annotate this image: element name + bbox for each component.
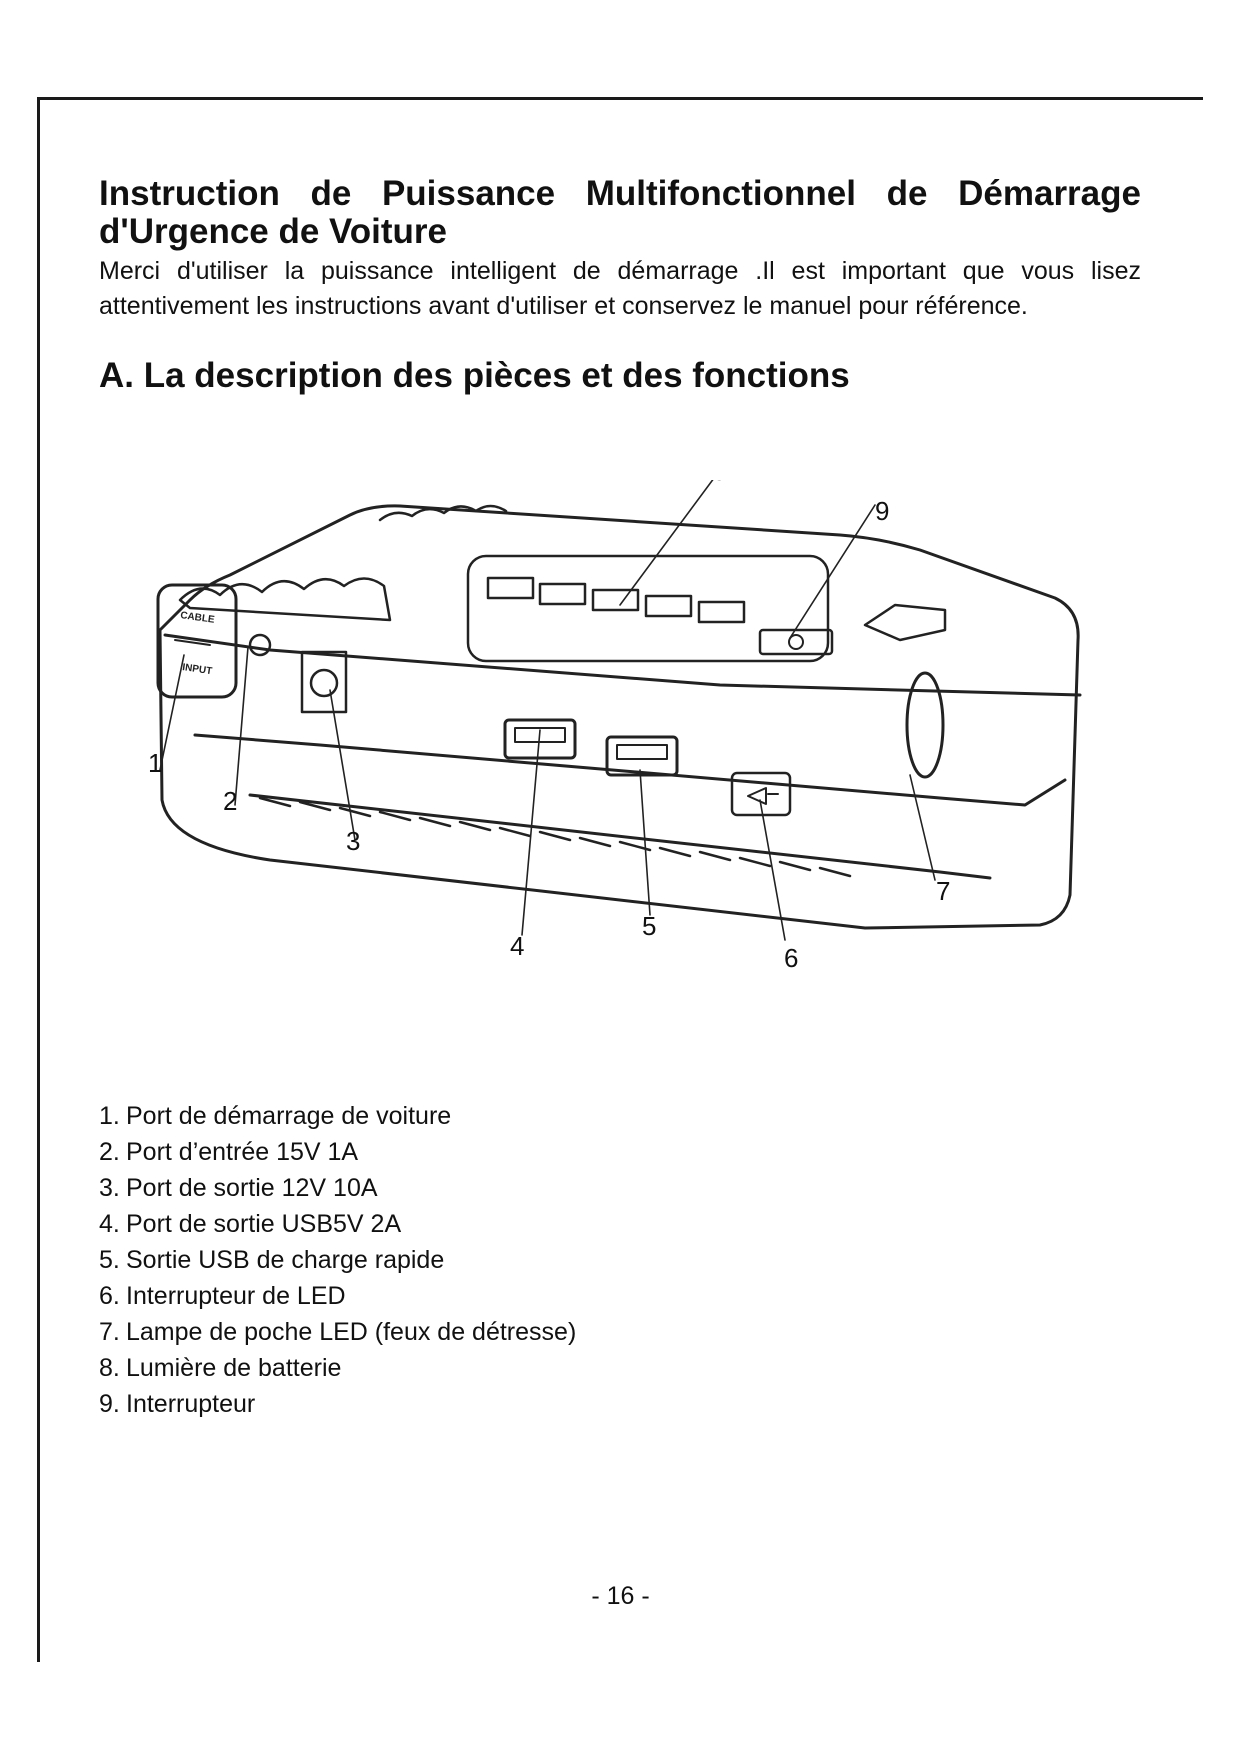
list-item-label: Port de sortie USB5V 2A xyxy=(126,1210,402,1238)
callout-9: 9 xyxy=(875,496,889,526)
callout-8: 8 xyxy=(712,480,726,486)
callout-1: 1 xyxy=(148,748,162,778)
device-base-edge xyxy=(248,793,992,880)
device-vent-left xyxy=(178,577,392,622)
page-frame-top xyxy=(38,97,1203,100)
port-arrow-icon xyxy=(174,639,211,646)
list-item-number: 6. xyxy=(99,1282,120,1310)
leader-line-6 xyxy=(759,799,786,941)
page-frame-left xyxy=(37,97,40,1662)
list-item: 6.Interrupteur de LED xyxy=(99,1278,576,1314)
port-label-cable: CABLE xyxy=(180,610,216,626)
leader-line-7 xyxy=(909,774,936,881)
car-start-port xyxy=(156,583,238,699)
list-item-number: 8. xyxy=(99,1354,120,1382)
list-item: 5.Sortie USB de charge rapide xyxy=(99,1242,576,1278)
list-item-label: Interrupteur de LED xyxy=(126,1282,346,1310)
power-switch xyxy=(758,628,834,656)
battery-led-1 xyxy=(486,576,535,600)
page-number: - 16 - xyxy=(591,1582,650,1610)
device-right-grip xyxy=(863,603,947,642)
leader-line-2 xyxy=(234,646,249,806)
list-item-label: Sortie USB de charge rapide xyxy=(126,1246,445,1274)
list-item: 4.Port de sortie USB5V 2A xyxy=(99,1206,576,1242)
list-item: 8.Lumière de batterie xyxy=(99,1350,576,1386)
list-item-label: Port d’entrée 15V 1A xyxy=(126,1138,359,1166)
list-item-number: 1. xyxy=(99,1102,120,1130)
list-item-label: Interrupteur xyxy=(126,1390,256,1418)
callout-6: 6 xyxy=(784,943,798,973)
input-jack xyxy=(248,633,272,657)
list-item-number: 5. xyxy=(99,1246,120,1274)
list-item-label: Port de sortie 12V 10A xyxy=(126,1174,378,1202)
list-item-number: 4. xyxy=(99,1210,120,1238)
leader-line-1 xyxy=(159,654,185,771)
leader-line-4 xyxy=(521,729,541,936)
document-title-line-1: Instruction de Puissance Multifonctionne… xyxy=(99,174,1141,213)
callout-7: 7 xyxy=(936,876,950,906)
list-item: 1.Port de démarrage de voiture xyxy=(99,1098,576,1134)
device-top-outline xyxy=(158,504,1080,930)
power-switch-icon xyxy=(788,634,804,650)
usb-port-standard-slot xyxy=(514,727,566,743)
usb-port-fast xyxy=(605,735,679,777)
battery-led-2 xyxy=(538,582,587,606)
dc-output-port xyxy=(300,650,348,714)
callout-5: 5 xyxy=(642,911,656,941)
led-switch xyxy=(730,771,792,817)
list-item-label: Port de démarrage de voiture xyxy=(126,1102,452,1130)
device-top-edge xyxy=(163,633,1082,697)
led-flashlight xyxy=(905,671,945,779)
jump-starter-diagram: CABLE INPUT xyxy=(148,480,1082,973)
list-item: 3.Port de sortie 12V 10A xyxy=(99,1170,576,1206)
device-figure: CABLE INPUT xyxy=(120,480,1120,1080)
section-title: A. La description des pièces et des fonc… xyxy=(99,356,850,395)
leader-line-9 xyxy=(789,504,876,639)
led-switch-icon xyxy=(747,787,779,805)
document-title-line-2: d'Urgence de Voiture xyxy=(99,212,448,251)
battery-led-3 xyxy=(591,588,640,612)
dc-output-port-hole xyxy=(309,668,339,698)
battery-led-5 xyxy=(697,600,746,624)
battery-led-4 xyxy=(644,594,693,618)
device-vent-top xyxy=(378,504,508,522)
list-item-number: 7. xyxy=(99,1318,120,1346)
device-side-edge xyxy=(193,733,1067,807)
callout-4: 4 xyxy=(510,931,524,961)
list-item: 2.Port d’entrée 15V 1A xyxy=(99,1134,576,1170)
leader-line-3 xyxy=(329,689,356,841)
parts-list: 1.Port de démarrage de voiture 2.Port d’… xyxy=(99,1098,576,1422)
callout-3: 3 xyxy=(346,826,360,856)
list-item-label: Lumière de batterie xyxy=(126,1354,342,1382)
list-item-label: Lampe de poche LED (feux de détresse) xyxy=(126,1318,577,1346)
callout-leader-lines xyxy=(159,480,936,941)
list-item-number: 9. xyxy=(99,1390,120,1418)
list-item: 9.Interrupteur xyxy=(99,1386,576,1422)
intro-paragraph: Merci d'utiliser la puissance intelligen… xyxy=(99,257,1141,320)
usb-port-fast-slot xyxy=(616,744,668,760)
device-led-panel xyxy=(466,554,830,663)
callout-2: 2 xyxy=(223,786,237,816)
port-label-input: INPUT xyxy=(182,662,213,677)
leader-line-8 xyxy=(619,480,714,606)
list-item: 7.Lampe de poche LED (feux de détresse) xyxy=(99,1314,576,1350)
usb-port-standard xyxy=(503,718,577,760)
list-item-number: 3. xyxy=(99,1174,120,1202)
list-item-number: 2. xyxy=(99,1138,120,1166)
leader-line-5 xyxy=(639,769,651,916)
device-grip-ridges xyxy=(258,796,852,878)
